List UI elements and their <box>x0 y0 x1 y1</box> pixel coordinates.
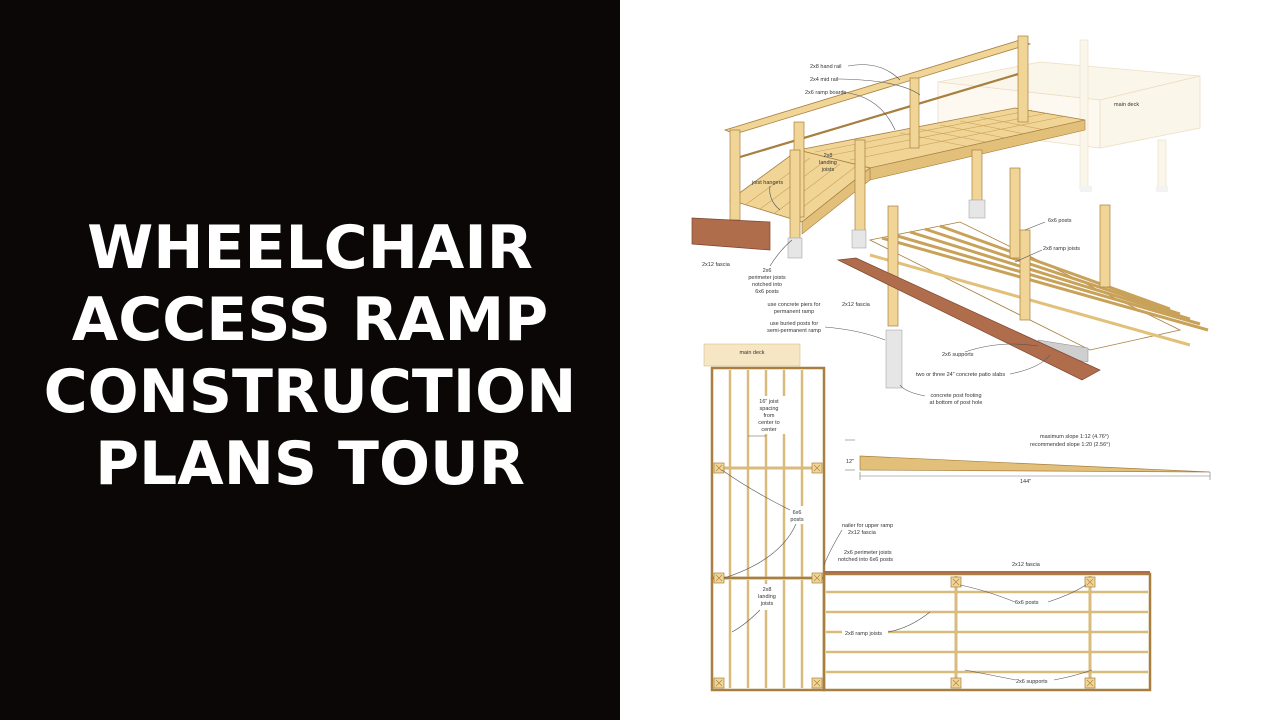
ramp-construction-diagram: 2x8 hand rail 2x4 mid rail 2x6 ramp boar… <box>691 35 1211 692</box>
label-perimeter-plan-2: notched into 6x6 posts <box>838 557 893 563</box>
label-perimeter-4: 6x6 posts <box>755 289 779 295</box>
label-patio-slabs: two or three 24" concrete patio slabs <box>916 372 1005 378</box>
label-concrete-piers-2: permanent ramp <box>774 309 814 315</box>
label-6x6-posts-plan-2: posts <box>790 517 803 523</box>
label-joist-spacing-4: center to <box>758 420 779 426</box>
label-joist-spacing-2: spacing <box>760 406 779 412</box>
label-perimeter-plan-1: 2x6 perimeter joists <box>844 550 892 556</box>
label-buried-posts-2: semi-permanent ramp <box>767 328 821 334</box>
label-max-slope: maximum slope 1:12 (4.76°) <box>1040 434 1109 440</box>
label-landing-joists-1: 2x8 <box>824 153 833 159</box>
label-joist-spacing-1: 16" joist <box>759 399 779 405</box>
label-fascia-left: 2x12 fascia <box>702 262 731 268</box>
title-line-4: PLANS TOUR <box>95 429 525 499</box>
title-line-1: WHEELCHAIR <box>87 213 533 283</box>
fascia-board-ramp <box>836 257 1101 381</box>
label-hand-rail: 2x8 hand rail <box>810 64 842 70</box>
slope-diagram: maximum slope 1:12 (4.76°) recommended s… <box>845 434 1211 485</box>
label-ramp-joists-iso: 2x8 ramp joists <box>1043 246 1080 252</box>
label-perimeter-3: notched into <box>752 282 782 288</box>
isometric-view: 2x8 hand rail 2x4 mid rail 2x6 ramp boar… <box>691 35 1209 406</box>
label-recommended-slope: recommended slope 1:20 (2.56°) <box>1030 442 1110 448</box>
label-joist-hangers: joist hangers <box>751 180 783 186</box>
label-fascia-plan: 2x12 fascia <box>1012 562 1041 568</box>
support-posts <box>787 139 986 259</box>
video-title: WHEELCHAIR ACCESS RAMP CONSTRUCTION PLAN… <box>44 212 577 500</box>
label-perimeter-2: perimeter joists <box>748 275 786 281</box>
label-run: 144" <box>1020 479 1031 485</box>
label-ramp-joists-plan: 2x8 ramp joists <box>845 631 882 637</box>
label-landing-plan-2: landing <box>758 594 776 600</box>
label-ramp-boards: 2x6 ramp boards <box>805 90 847 96</box>
lower-ramp-framing <box>868 167 1209 389</box>
fascia-board-left <box>691 217 771 251</box>
label-concrete-piers-1: use concrete piers for <box>768 302 821 308</box>
plan-posts <box>713 462 1096 689</box>
label-main-deck-plan: main deck <box>739 350 764 356</box>
label-buried-posts-1: use buried posts for <box>770 321 818 327</box>
label-landing-plan-1: 2x8 <box>763 587 772 593</box>
label-landing-joists-3: joists <box>821 167 835 173</box>
label-nailer-2: 2x12 fascia <box>848 530 877 536</box>
label-perimeter-1: 2x6 <box>763 268 772 274</box>
label-landing-plan-3: joists <box>760 601 774 607</box>
label-6x6-posts-plan-1: 6x6 <box>793 510 802 516</box>
label-post-footing-2: at bottom of post hole <box>930 400 983 406</box>
label-joist-spacing-5: center <box>761 427 776 433</box>
title-line-3: CONSTRUCTION <box>43 357 577 427</box>
label-landing-joists-2: landing <box>819 160 837 166</box>
label-supports-iso: 2x6 supports <box>942 352 974 358</box>
label-post-footing-1: concrete post footing <box>930 393 981 399</box>
plan-view: main deck <box>703 343 1152 692</box>
label-joist-spacing-3: from <box>764 413 775 419</box>
label-mid-rail: 2x4 mid rail <box>810 77 838 83</box>
label-fascia-mid: 2x12 fascia <box>842 302 871 308</box>
label-6x6-posts-plan-right: 6x6 posts <box>1015 600 1039 606</box>
title-line-2: ACCESS RAMP <box>71 285 549 355</box>
label-6x6-posts-iso: 6x6 posts <box>1048 218 1072 224</box>
label-main-deck-iso: main deck <box>1114 102 1139 108</box>
label-supports-plan: 2x6 supports <box>1016 679 1048 685</box>
label-rise: 12" <box>846 459 854 465</box>
title-panel: WHEELCHAIR ACCESS RAMP CONSTRUCTION PLAN… <box>0 0 620 720</box>
label-nailer-1: nailer for upper ramp <box>842 523 893 529</box>
